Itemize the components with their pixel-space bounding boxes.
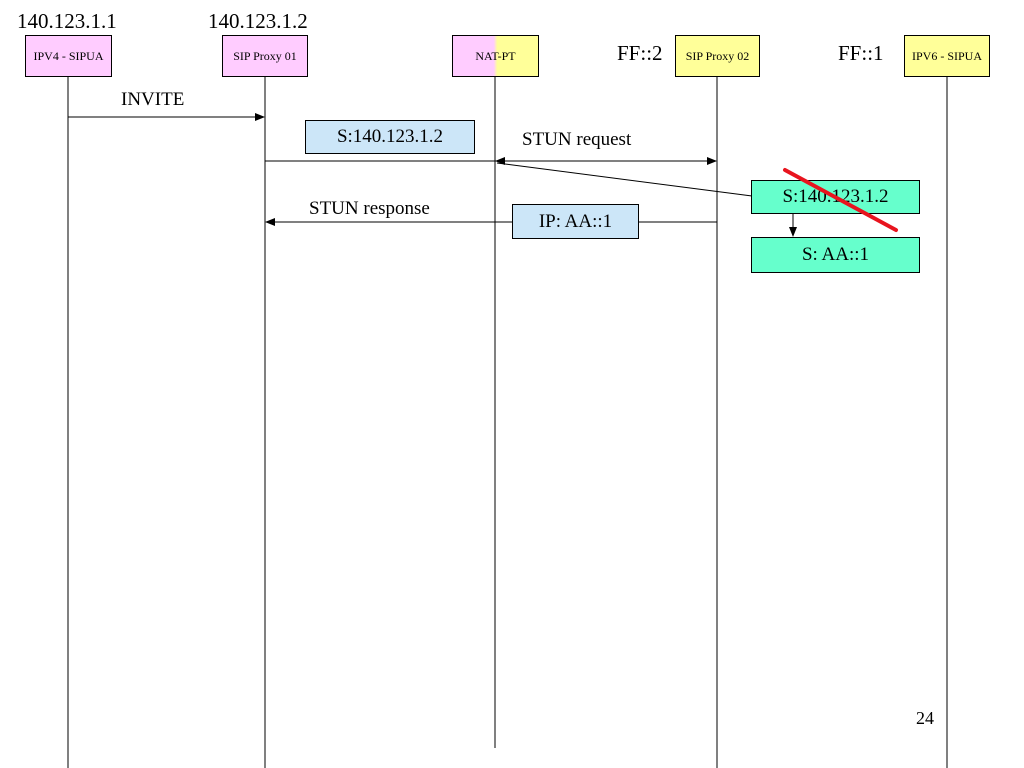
ipv6-ua-address: FF::1 bbox=[838, 41, 884, 65]
proxy02-address: FF::2 bbox=[617, 41, 663, 65]
page-number: 24 bbox=[916, 708, 934, 728]
note-source-ipv4: S:140.123.1.2 bbox=[305, 120, 475, 154]
proxy01-address: 140.123.1.2 bbox=[208, 9, 308, 33]
entity-ipv6-sipua: IPV6 - SIPUA bbox=[904, 35, 990, 77]
invite-label: INVITE bbox=[121, 89, 185, 110]
entity-ipv4-sipua: IPV4 - SIPUA bbox=[25, 35, 112, 77]
note-ip-response: IP: AA::1 bbox=[512, 204, 639, 239]
translation-line bbox=[496, 162, 753, 197]
entity-sip-proxy-02: SIP Proxy 02 bbox=[675, 35, 760, 77]
stun-request-label: STUN request bbox=[522, 129, 632, 150]
entity-sip-proxy-01: SIP Proxy 01 bbox=[222, 35, 308, 77]
ipv4-ua-address: 140.123.1.1 bbox=[17, 9, 117, 33]
strike-line bbox=[783, 168, 898, 232]
entity-nat-pt: NAT-PT bbox=[452, 35, 539, 77]
note-source-ipv6: S: AA::1 bbox=[751, 237, 920, 273]
stun-response-label: STUN response bbox=[309, 198, 430, 219]
